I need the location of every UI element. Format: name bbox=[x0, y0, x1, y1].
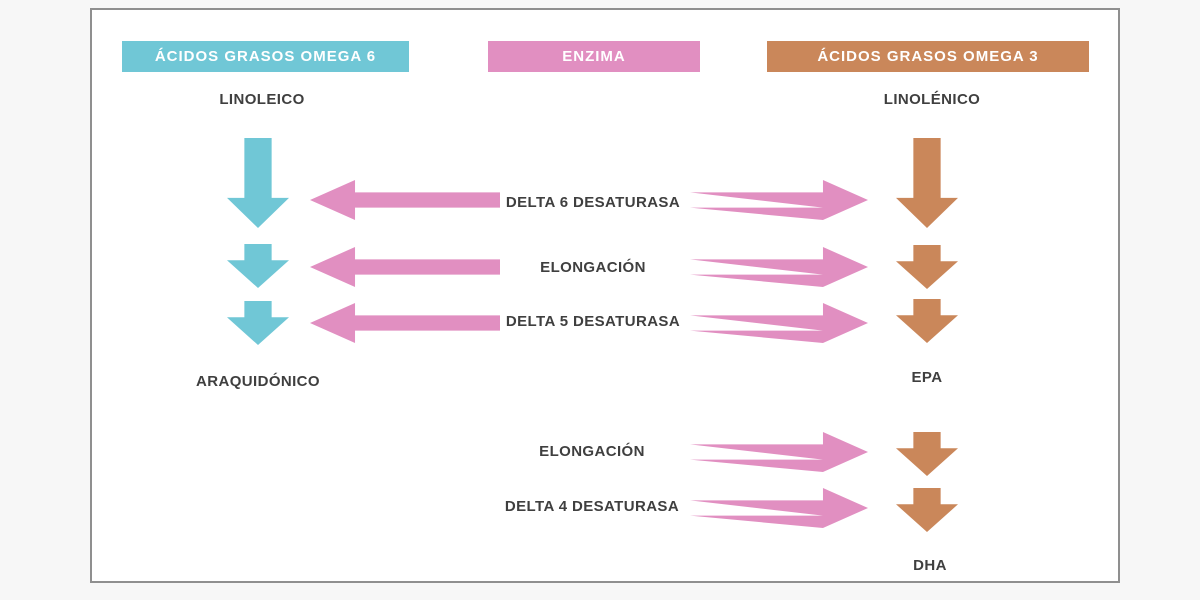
enzyme-label-1: DELTA 6 DESATURASA bbox=[505, 194, 681, 211]
enzyme-header: ENZIMA bbox=[488, 41, 700, 72]
enzyme-label-4: ELONGACIÓN bbox=[539, 443, 645, 460]
enzyme-label-3: DELTA 5 DESATURASA bbox=[505, 313, 681, 330]
linolenico-label: LINOLÉNICO bbox=[883, 91, 981, 108]
diagram-frame bbox=[90, 8, 1120, 583]
enzyme-label-2: ELONGACIÓN bbox=[540, 259, 646, 276]
dha-label: DHA bbox=[913, 557, 947, 574]
omega6-header: ÁCIDOS GRASOS OMEGA 6 bbox=[122, 41, 409, 72]
epa-label: EPA bbox=[911, 369, 943, 386]
linoleico-label: LINOLEICO bbox=[219, 91, 305, 108]
omega3-header: ÁCIDOS GRASOS OMEGA 3 bbox=[767, 41, 1089, 72]
araquidonico-label: ARAQUIDÓNICO bbox=[196, 373, 320, 390]
enzyme-label-5: DELTA 4 DESATURASA bbox=[504, 498, 680, 515]
